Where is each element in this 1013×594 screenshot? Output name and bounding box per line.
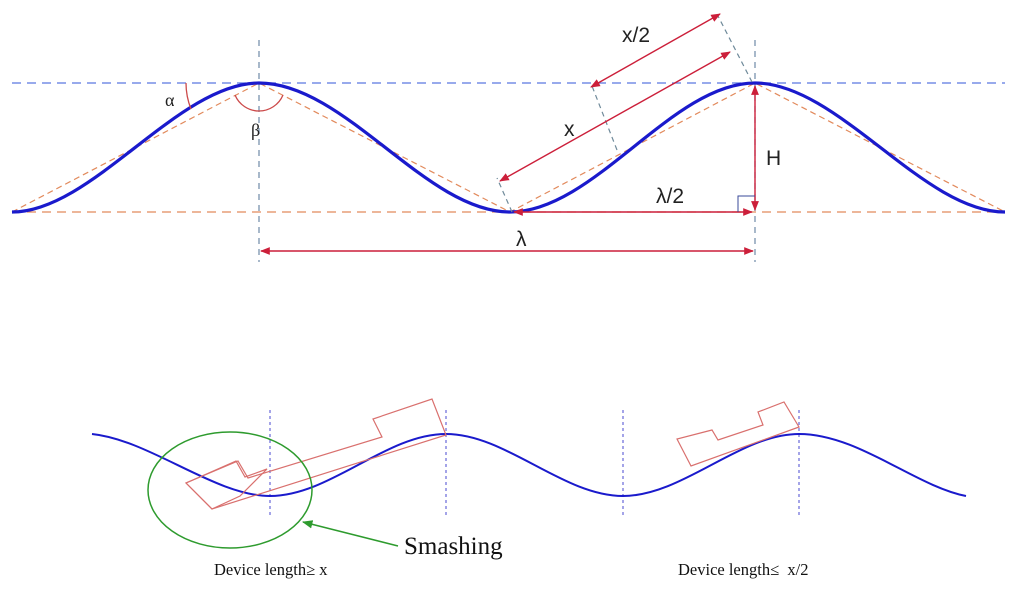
height-label: H: [766, 147, 781, 170]
triangle-approximation: [11, 82, 1006, 213]
beta-label: β: [251, 120, 260, 140]
right-angle-marker: [737, 195, 755, 212]
smashing-pointer-arrow: [301, 520, 399, 547]
device-length-ge-x-label: Device length≥ x: [214, 560, 328, 579]
x-extension-guide-left: [496, 177, 513, 213]
x-half-extension-guide-right: [717, 15, 753, 83]
x-half-label: x/2: [622, 24, 650, 47]
bottom-device-diagram: Smashing Device length≥ x Device length≤…: [91, 398, 967, 579]
top-wave-diagram: α β x/2 x H λ/2 λ: [11, 13, 1006, 262]
short-device-outline: [676, 401, 800, 467]
alpha-label: α: [165, 90, 175, 110]
smashing-circle: [147, 431, 313, 549]
lambda-label: λ: [516, 228, 527, 251]
x-half-dimension-arrow: [590, 13, 721, 88]
wave-curve: [11, 81, 1006, 214]
smashing-label: Smashing: [404, 533, 503, 560]
x-label: x: [564, 118, 575, 141]
long-device-outline: [184, 460, 268, 510]
lambda-half-label: λ/2: [656, 185, 684, 208]
long-device-body: [184, 398, 447, 510]
beta-angle-arc: [234, 94, 284, 112]
device-length-le-x-half-label: Device length≤ x/2: [678, 560, 808, 579]
alpha-angle-arc: [185, 82, 192, 110]
bottom-wave-curve: [91, 432, 967, 498]
